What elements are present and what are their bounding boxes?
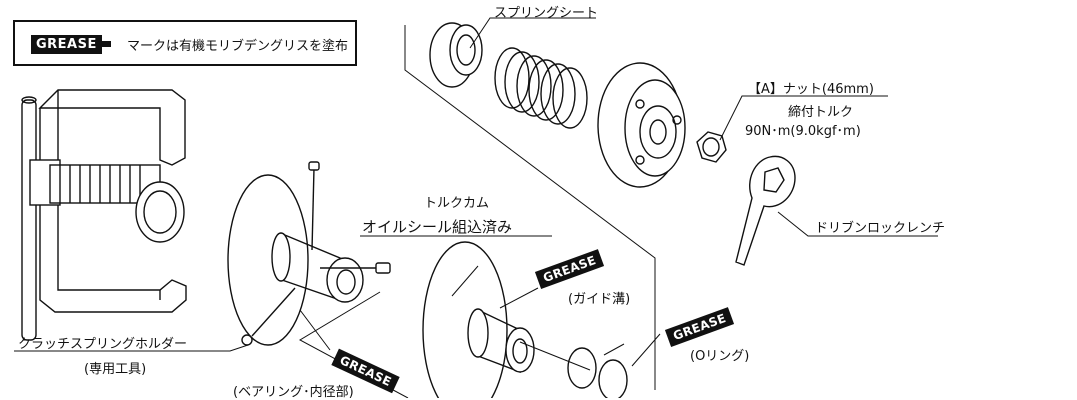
- legend-box: GREASE マークは有機モリブデングリスを塗布: [13, 20, 357, 66]
- label-torque-title: 締付トルク: [788, 105, 854, 120]
- driven-face: [227, 161, 391, 346]
- torque-cam: [422, 241, 535, 398]
- label-torque-value: 90N･m(9.0kgf･m): [745, 124, 861, 139]
- springs: [494, 47, 588, 129]
- label-wrench: ドリブンロックレンチ: [815, 221, 946, 236]
- driven-lock-wrench: [735, 155, 796, 266]
- label-spring-seat: スプリングシート: [494, 6, 599, 21]
- clutch-housing: [597, 62, 686, 188]
- spring-seat: [429, 22, 483, 88]
- label-o-ring: (Oリング): [690, 349, 750, 364]
- label-holder-note: (専用工具): [84, 362, 147, 377]
- label-nut: 【A】ナット(46mm): [748, 82, 874, 97]
- nut-a: [696, 131, 727, 163]
- o-rings: [567, 347, 628, 398]
- label-oil-seal: オイルシール組込済み: [362, 218, 513, 236]
- label-torque-cam: トルクカム: [424, 196, 490, 211]
- legend-text: マークは有機モリブデングリスを塗布: [127, 39, 349, 54]
- label-bearing: (ベアリング･内径部): [233, 385, 354, 400]
- clutch-spring-holder-tool: [21, 89, 187, 341]
- label-holder: クラッチスプリングホルダー: [18, 337, 188, 352]
- label-guide-groove: (ガイド溝): [568, 292, 631, 307]
- legend-grease-badge: GREASE: [31, 35, 111, 54]
